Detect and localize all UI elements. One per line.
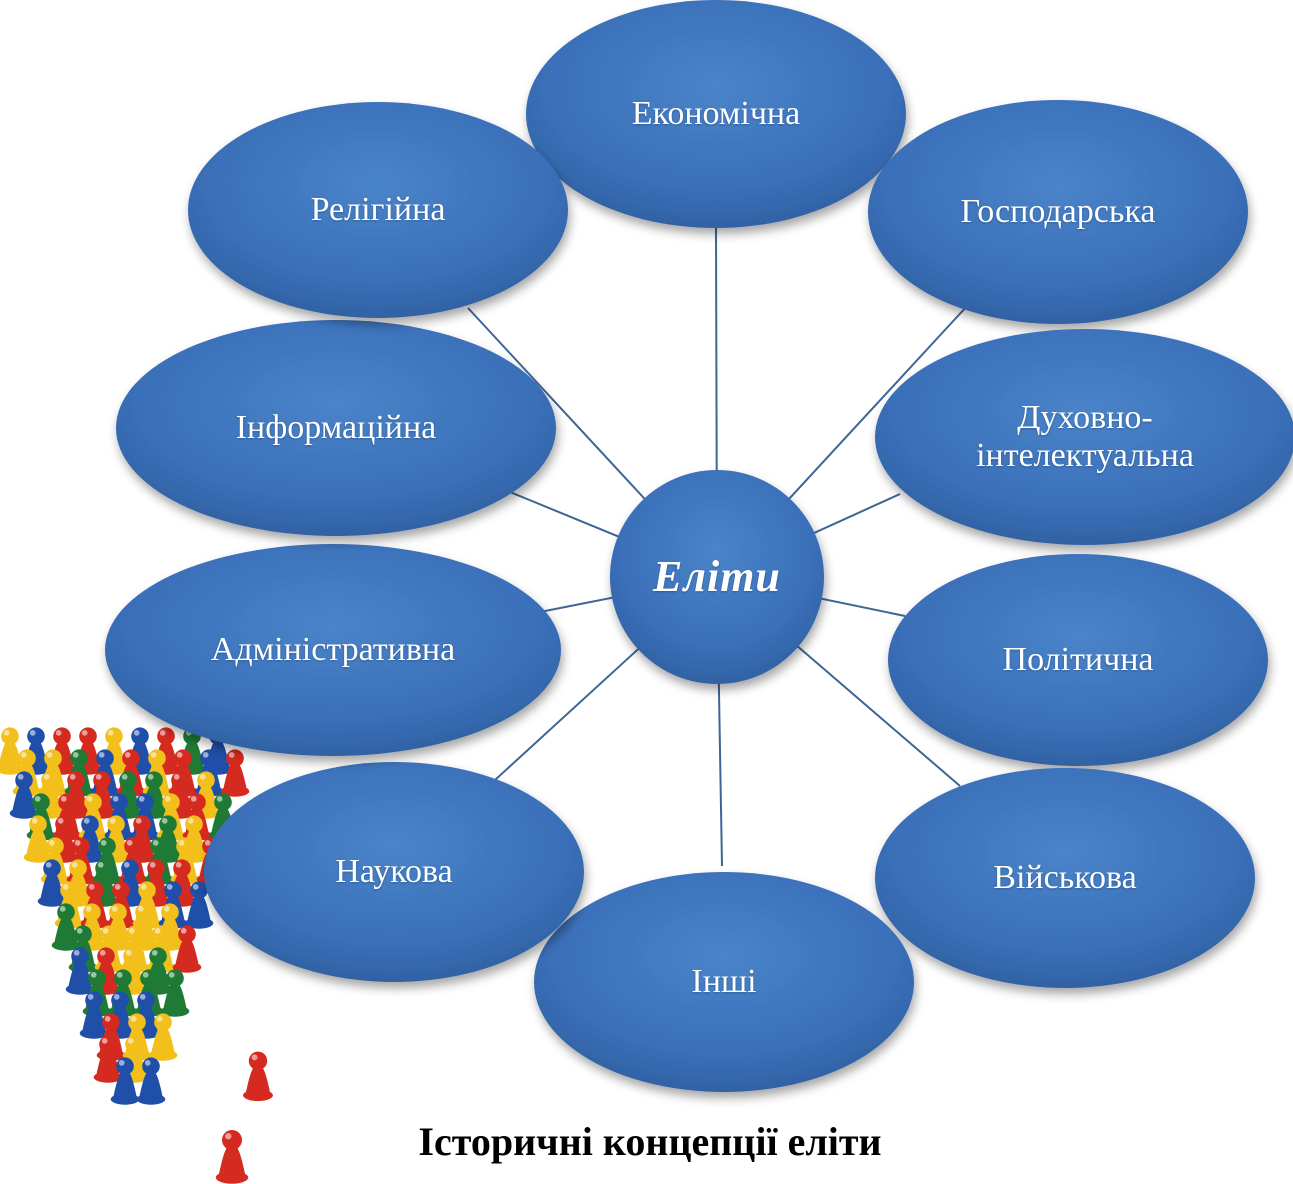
node-scientific xyxy=(204,762,584,982)
pawn-figure xyxy=(172,925,202,973)
pawn-figure xyxy=(110,1057,140,1105)
node-spiritual-intellectual xyxy=(875,329,1293,545)
pawn-figure xyxy=(148,1013,178,1061)
diagram-caption: Історичні концепції еліти xyxy=(418,1119,882,1164)
pawn-figure xyxy=(65,947,95,995)
pawn-figure xyxy=(0,727,25,775)
pawn-figure xyxy=(220,749,250,797)
node-others xyxy=(534,872,914,1092)
pawn-figure xyxy=(215,1130,249,1184)
pawn-figure xyxy=(9,771,39,819)
pawn-figure xyxy=(51,903,81,951)
pawn-figure xyxy=(165,771,195,819)
node-informational xyxy=(116,320,556,536)
diagram-nodes xyxy=(105,0,1293,1092)
pawn-figure xyxy=(37,859,67,907)
pawn-figure xyxy=(184,881,214,929)
center-node xyxy=(610,470,824,684)
node-economic xyxy=(526,0,906,228)
node-religious xyxy=(188,102,568,318)
node-political xyxy=(888,554,1268,766)
node-economy-business xyxy=(868,100,1248,324)
pawn-figure xyxy=(93,1035,123,1083)
pawn-figure xyxy=(79,991,109,1039)
node-military xyxy=(875,768,1255,988)
pawn-crowd-illustration xyxy=(0,727,273,1184)
pawn-figure xyxy=(243,1051,273,1102)
pawn-figure xyxy=(136,1057,166,1105)
pawn-figure xyxy=(160,969,190,1017)
node-administrative xyxy=(105,544,561,756)
pawn-figure xyxy=(23,815,53,863)
